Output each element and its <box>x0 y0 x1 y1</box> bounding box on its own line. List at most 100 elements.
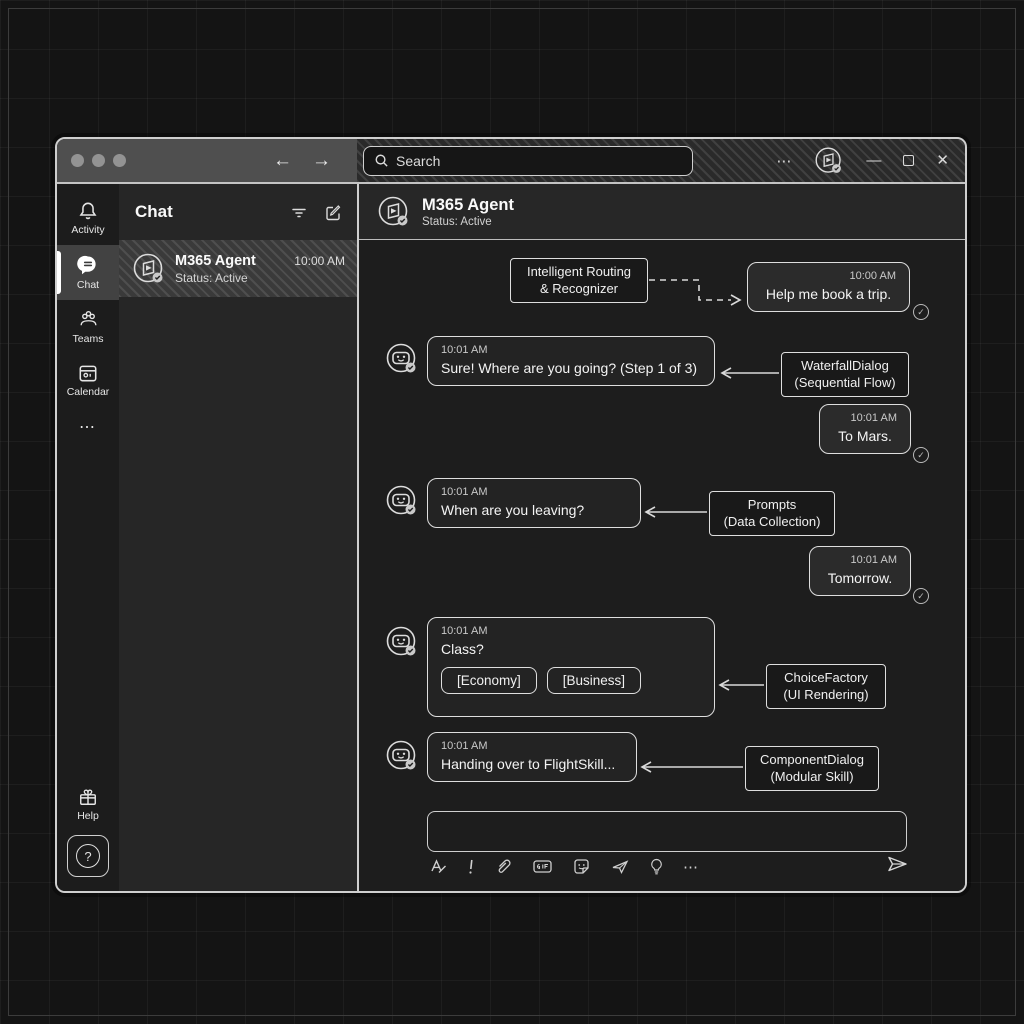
send-button[interactable] <box>885 852 909 881</box>
annotation-line: (UI Rendering) <box>783 686 869 702</box>
close-button[interactable]: ✕ <box>936 152 949 169</box>
contact-time: 10:00 AM <box>294 253 345 268</box>
compose-box[interactable] <box>427 811 907 852</box>
bot-message: 10:01 AM Sure! Where are you going? (Ste… <box>427 336 715 386</box>
gift-icon <box>80 789 96 805</box>
message-text: Sure! Where are you going? (Step 1 of 3) <box>441 360 698 376</box>
message-time: 10:01 AM <box>441 740 488 752</box>
message-time: 10:01 AM <box>441 344 488 356</box>
back-button[interactable]: ← <box>273 149 292 171</box>
check-glyph: ✓ <box>917 306 925 317</box>
bot-avatar-icon <box>386 740 417 771</box>
message-time: 10:01 AM <box>850 554 897 566</box>
choice-button-business[interactable]: [Business] <box>546 667 642 694</box>
search-icon <box>375 154 388 167</box>
annotation-line: Prompts <box>747 497 797 512</box>
forward-button[interactable]: → <box>312 149 331 171</box>
arrowhead-routing <box>730 294 742 306</box>
maximize-button[interactable] <box>903 155 915 166</box>
annotation-line: ChoiceFactory <box>784 670 868 685</box>
sidebar-item-chat[interactable]: Chat <box>57 245 119 300</box>
bot-avatar-icon <box>386 485 417 516</box>
sidebar-item-teams[interactable]: Teams <box>57 300 119 354</box>
gif-icon[interactable] <box>532 857 553 876</box>
chat-list-item[interactable]: M365 Agent 10:00 AM Status: Active <box>119 240 357 297</box>
choice-button-economy[interactable]: [Economy] <box>441 667 537 694</box>
sidebar-label: Activity <box>71 224 105 236</box>
sidebar-item-help[interactable]: Help <box>57 778 119 831</box>
read-receipt-icon: ✓ <box>913 304 929 320</box>
importance-icon[interactable] <box>467 857 475 876</box>
chat-title: M365 Agent <box>422 195 514 214</box>
bot-message: 10:01 AM Handing over to FlightSkill... <box>427 732 637 782</box>
sidebar-more-button[interactable]: ⋯ <box>79 419 97 436</box>
annotation-line: ComponentDialog <box>759 752 865 767</box>
traffic-light-1[interactable] <box>71 154 84 167</box>
message-text: Handing over to FlightSkill... <box>441 756 616 772</box>
calendar-icon <box>79 365 97 382</box>
new-chat-icon[interactable] <box>324 203 343 222</box>
contact-avatar <box>133 253 164 283</box>
annotation-waterfall: WaterfallDialog (Sequential Flow) <box>781 352 909 398</box>
sidebar-label: Calendar <box>66 386 110 398</box>
message-text: Class? <box>441 641 484 657</box>
sticker-icon[interactable] <box>572 857 591 876</box>
chat-bubble-icon <box>77 255 96 275</box>
arrowhead-waterfall <box>720 367 732 379</box>
minimize-button[interactable]: — <box>866 152 882 169</box>
plane-icon[interactable] <box>610 857 630 876</box>
app-rail: Activity Chat Teams <box>57 184 119 891</box>
annotation-componentdialog: ComponentDialog (Modular Skill) <box>745 746 879 792</box>
contact-status: Status: Active <box>175 270 248 285</box>
app-logo-icon <box>815 147 843 174</box>
traffic-light-2[interactable] <box>92 154 105 167</box>
arrowhead-componentdialog <box>640 761 652 773</box>
connector-routing <box>649 279 731 301</box>
check-glyph: ✓ <box>917 449 925 460</box>
help-button[interactable]: ? <box>67 835 109 877</box>
message-time: 10:01 AM <box>441 625 488 637</box>
titlebar-more-button[interactable]: ⋯ <box>776 152 793 170</box>
compose-more-button[interactable]: ⋯ <box>683 858 699 876</box>
user-message: 10:00 AM Help me book a trip. <box>747 262 910 312</box>
chat-main: M365 Agent Status: Active <box>359 184 965 891</box>
chat-list-header: Chat <box>119 184 357 240</box>
chat-list-panel: Chat M365 Agent 10:00 AM <box>119 184 359 891</box>
check-glyph: ✓ <box>917 590 925 601</box>
lightbulb-icon[interactable] <box>649 857 664 876</box>
rail-spacer <box>57 447 119 778</box>
annotation-prompts: Prompts (Data Collection) <box>709 491 835 537</box>
sidebar-label: Help <box>77 810 99 822</box>
traffic-lights <box>71 154 126 167</box>
people-icon <box>80 310 96 326</box>
annotation-line: (Sequential Flow) <box>794 374 896 390</box>
bot-message-choices: 10:01 AM Class? [Economy] [Business] <box>427 617 715 717</box>
annotation-routing: Intelligent Routing & Recognizer <box>510 258 648 304</box>
app-window: ← → ⋯ — ✕ <box>55 137 967 893</box>
search-input[interactable] <box>396 152 682 169</box>
sidebar-item-activity[interactable]: Activity <box>57 192 119 245</box>
format-icon[interactable] <box>429 857 448 876</box>
agent-avatar <box>378 196 409 226</box>
search-box[interactable] <box>363 145 693 176</box>
traffic-light-3[interactable] <box>113 154 126 167</box>
message-time: 10:01 AM <box>850 412 897 424</box>
compose-toolbar: ⋯ <box>429 857 699 876</box>
filter-icon[interactable] <box>290 203 308 221</box>
arrowhead-prompts <box>644 506 656 518</box>
sidebar-label: Teams <box>72 333 104 345</box>
annotation-line: (Modular Skill) <box>770 768 854 784</box>
conversation-canvas: Intelligent Routing & Recognizer Waterfa… <box>359 240 965 891</box>
message-text: When are you leaving? <box>441 502 585 518</box>
read-receipt-icon: ✓ <box>913 447 929 463</box>
attach-icon[interactable] <box>494 857 513 876</box>
chat-status: Status: Active <box>422 215 492 228</box>
question-icon: ? <box>76 844 100 868</box>
compose-input[interactable] <box>428 812 906 851</box>
bot-avatar-icon <box>386 626 417 657</box>
send-icon <box>888 856 907 872</box>
sidebar-label: Chat <box>76 279 100 291</box>
annotation-line: & Recognizer <box>539 280 619 296</box>
contact-name: M365 Agent <box>175 252 256 269</box>
sidebar-item-calendar[interactable]: Calendar <box>57 354 119 407</box>
